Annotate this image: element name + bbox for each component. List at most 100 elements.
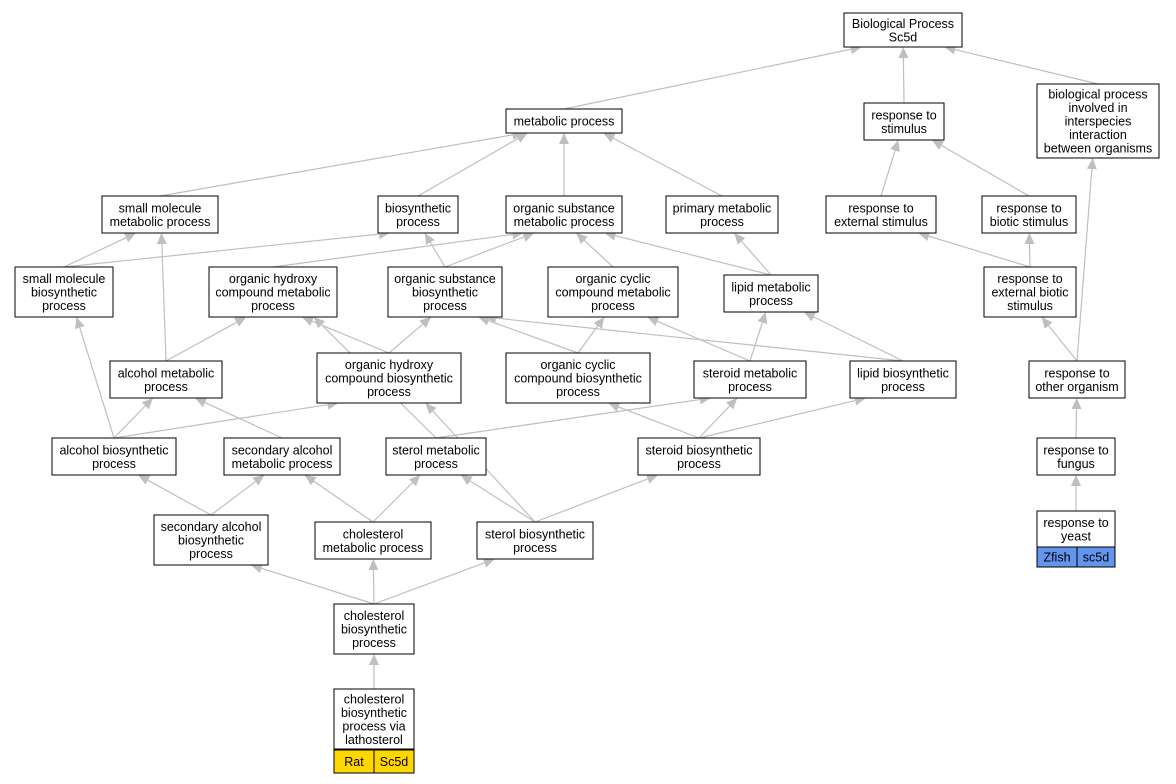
node-label-line: response to (997, 272, 1062, 286)
arrow-head (425, 403, 437, 415)
edge-steroid_bio-to-lipid_bio (698, 399, 856, 439)
annotation-tag-rat-gene[interactable]: Sc5d (373, 749, 415, 774)
arrow-head (234, 317, 247, 327)
node-label-line: Biological Process (852, 17, 954, 31)
annotation-tag-rat[interactable]: Rat (333, 749, 375, 774)
node-label-line: lathosterol (345, 733, 403, 747)
node-box (843, 12, 963, 48)
arrow-head (1041, 317, 1053, 329)
arrow-head (603, 133, 616, 143)
node-label-line: sterol metabolic (392, 443, 480, 457)
node-label-line: sterol biosynthetic (485, 527, 585, 541)
edge-small_mol_bio-to-small_mol_met (63, 237, 127, 268)
node-box (476, 521, 594, 560)
edge-sterol_bio-to-steroid_bio (534, 478, 648, 523)
node-label-line: compound metabolic (555, 286, 670, 300)
node-label-line: metabolic process (110, 215, 211, 229)
arrow-head (803, 312, 816, 322)
node-box (101, 195, 219, 234)
node-box (109, 360, 223, 399)
tag-label: Rat (344, 755, 364, 769)
edge-resp_ext_biotic-to-resp_biotic (1028, 243, 1031, 268)
arrow-head (252, 475, 265, 486)
node-box (505, 352, 651, 404)
node-label-line: small molecule (119, 201, 202, 215)
node-box (208, 266, 338, 318)
annotation-tag-zfish[interactable]: Zfish (1036, 546, 1078, 568)
node-label-line: metabolic process (232, 457, 333, 471)
node-box (693, 360, 807, 399)
go-term-node-metabolic[interactable]: metabolic process (505, 108, 623, 134)
edge-resp_ext-to-response_stimulus (880, 150, 896, 197)
node-label-line: small molecule (23, 272, 106, 286)
arrow-head (369, 654, 379, 665)
node-label-line: process (749, 294, 793, 308)
edge-steroid_bio-to-org_cyclic_bio (618, 406, 700, 439)
edge-org_sub_bio-to-org_sub_met (444, 236, 525, 268)
node-label-line: process (700, 215, 744, 229)
node-box (981, 195, 1077, 234)
annotation-tag-zfish-gene[interactable]: sc5d (1076, 546, 1116, 568)
node-box (316, 352, 462, 404)
node-label-line: process (367, 385, 411, 399)
arrow-head (195, 398, 208, 408)
node-box (983, 266, 1077, 318)
edge-chol_met-to-sec_alcohol_met (313, 480, 374, 523)
edge-response_stimulus-to-bp (902, 57, 905, 104)
node-box (153, 514, 269, 566)
tag-box (373, 749, 415, 774)
node-box (333, 603, 415, 655)
node-label-line: primary metabolic (673, 201, 772, 215)
arrow-head (141, 398, 153, 410)
tag-label: Sc5d (380, 755, 409, 769)
edge-resp_other-to-resp_ext_biotic (1048, 325, 1078, 362)
node-label-line: organic substance (513, 201, 615, 215)
node-box (1028, 360, 1126, 399)
node-box (387, 266, 503, 318)
node-label-line: involved in (1068, 101, 1127, 115)
node-label-line: process (513, 541, 557, 555)
node-label-line: process (881, 380, 925, 394)
node-label-line: external biotic (991, 286, 1068, 300)
node-label-line: process (352, 636, 396, 650)
node-label-line: secondary alcohol (161, 520, 262, 534)
arrow-head (593, 317, 605, 329)
tag-box (1076, 546, 1116, 568)
arrow-head (645, 474, 658, 484)
node-label-line: fungus (1057, 457, 1095, 471)
edge-alcohol_met-to-org_hydroxy_met (165, 321, 237, 362)
